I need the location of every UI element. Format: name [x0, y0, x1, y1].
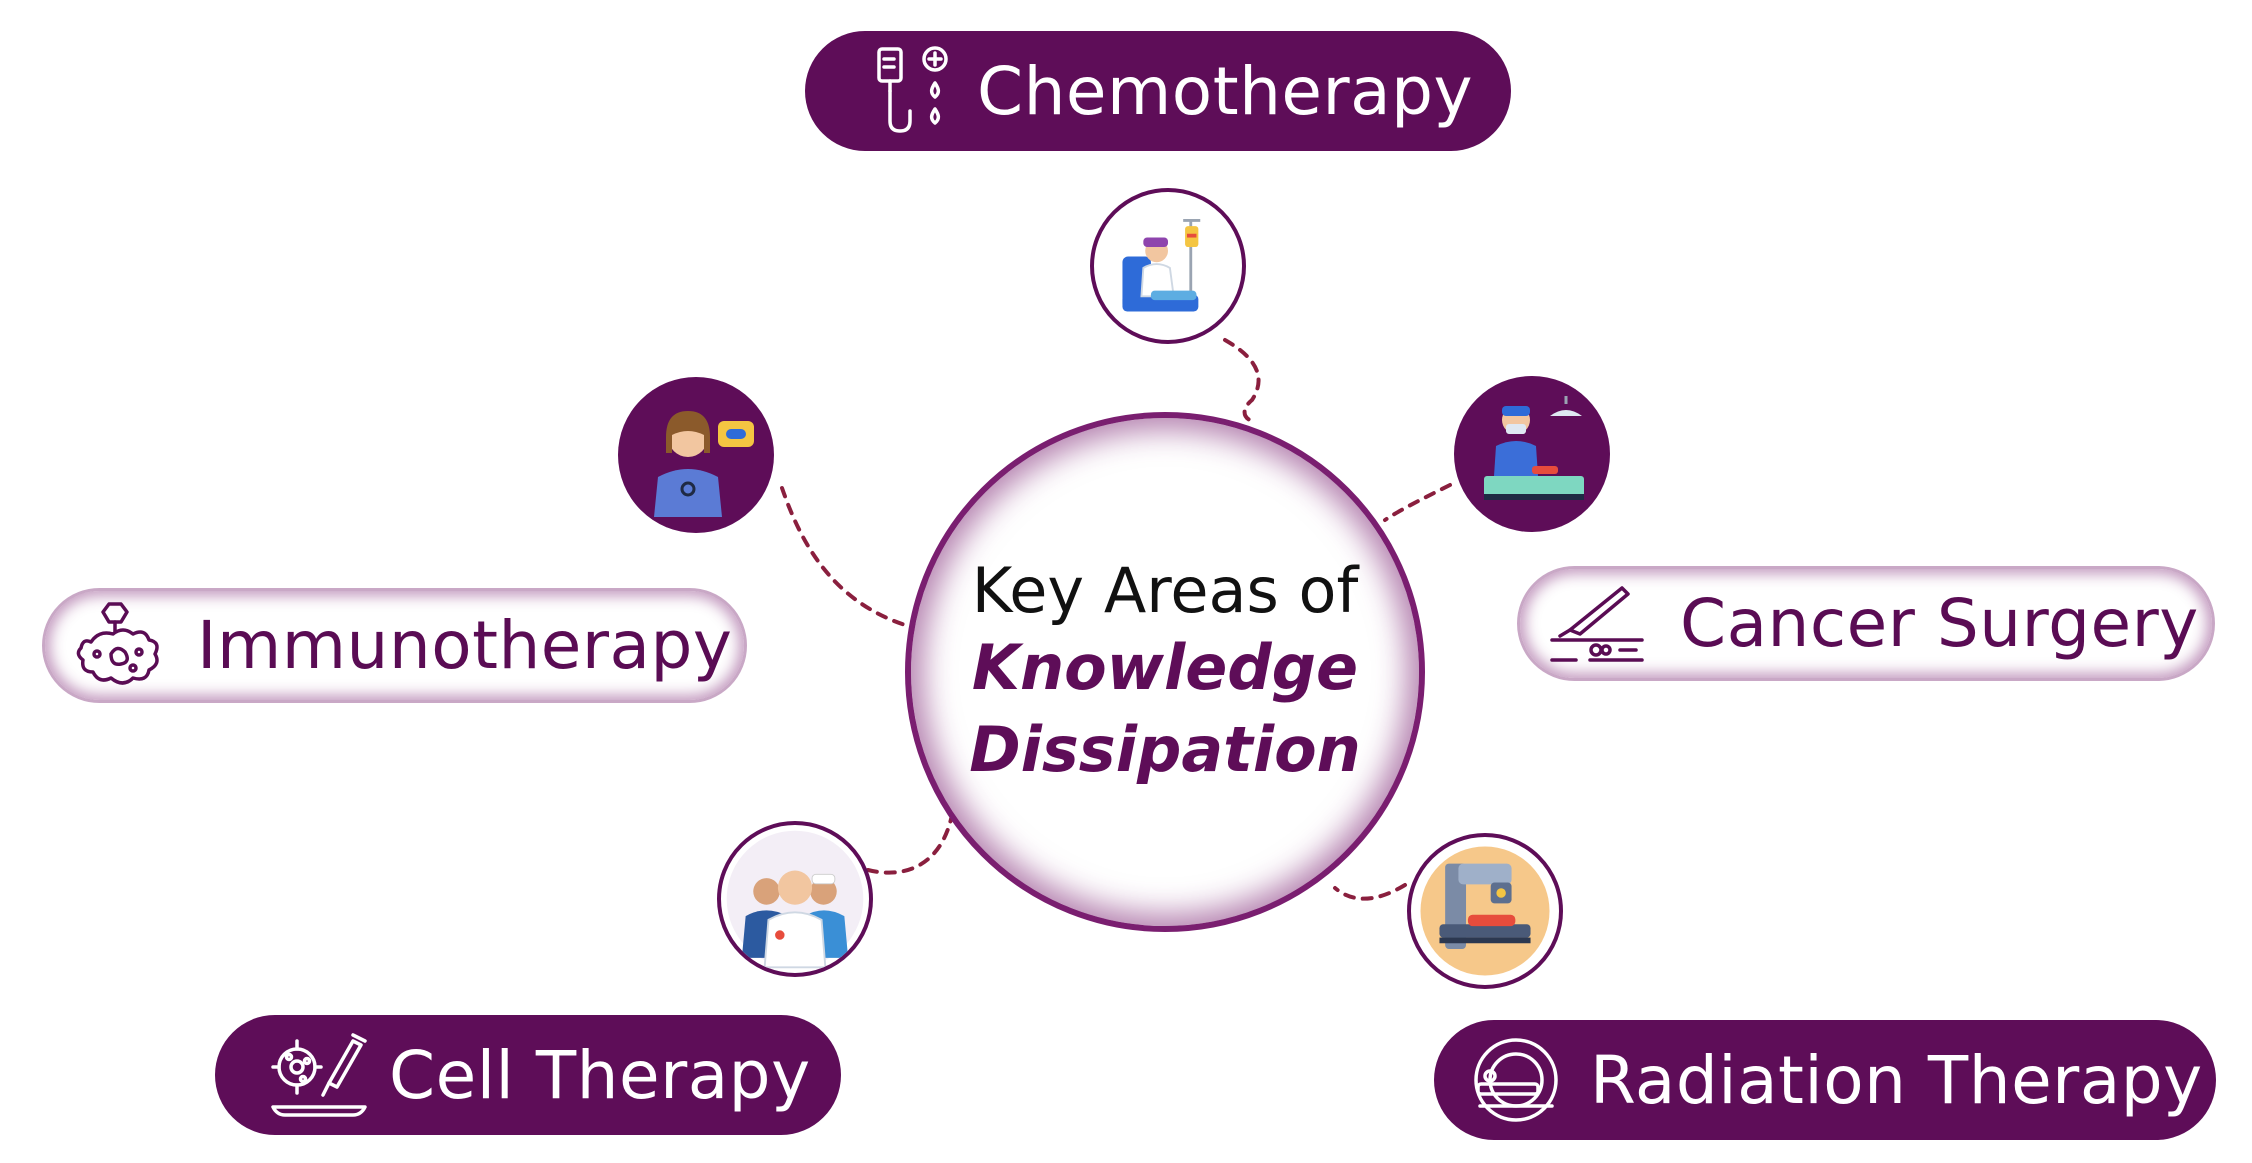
central-title-circle: Key Areas of Knowledge Dissipation: [905, 412, 1425, 932]
cell-therapy-pill: Cell Therapy: [215, 1015, 841, 1135]
connector-radiation-therapy: [1333, 883, 1407, 901]
scalpel-icon: [1550, 585, 1644, 662]
immunotherapy-label: Immunotherapy: [197, 607, 733, 684]
connector-cell-therapy: [866, 813, 954, 875]
mri-scanner-icon: [1474, 1038, 1558, 1122]
radiation-therapy-picture: [1407, 833, 1563, 989]
surgeon-operating-icon: [1484, 396, 1584, 500]
chemotherapy-picture: [1090, 188, 1246, 344]
connector-chemotherapy: [1223, 338, 1261, 422]
center-title-line3: Dissipation: [969, 712, 1361, 786]
iv-drip-icon: [877, 46, 948, 133]
center-title-line1: Key Areas of: [971, 553, 1359, 627]
patient-with-pill-icon: [654, 411, 754, 517]
radiation-machine-icon: [1420, 846, 1550, 976]
immune-cell-icon: [76, 601, 159, 685]
immunotherapy-picture: [618, 377, 774, 533]
patient-on-iv-drip-icon: [1122, 219, 1201, 312]
radiation-therapy-pill: Radiation Therapy: [1434, 1020, 2216, 1140]
center-title-line2: Knowledge: [971, 630, 1359, 704]
cancer-surgery-pill: Cancer Surgery: [1517, 566, 2215, 681]
cancer-surgery-label: Cancer Surgery: [1680, 585, 2199, 662]
cell-syringe-icon: [271, 1033, 367, 1117]
medical-team-icon: [726, 830, 864, 969]
cell-therapy-picture: [717, 821, 873, 977]
radiation-therapy-label: Radiation Therapy: [1590, 1041, 2203, 1119]
cancer-surgery-picture: [1454, 376, 1610, 532]
connector-cancer-surgery: [1383, 483, 1452, 522]
chemotherapy-pill: Chemotherapy: [805, 31, 1511, 151]
connector-immunotherapy: [780, 486, 907, 627]
immunotherapy-pill: Immunotherapy: [42, 588, 747, 703]
cell-therapy-label: Cell Therapy: [389, 1036, 811, 1114]
chemotherapy-label: Chemotherapy: [977, 52, 1474, 130]
